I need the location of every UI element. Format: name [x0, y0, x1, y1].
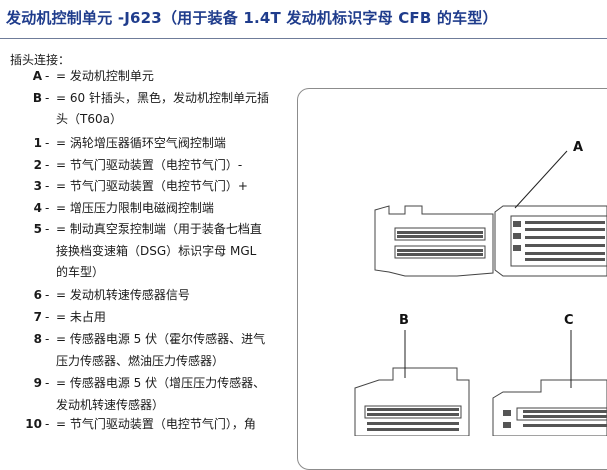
legend-desc: = 未占用: [56, 309, 106, 324]
legend-desc: 头（T60a）: [56, 112, 122, 126]
legend-desc: = 传感器电源 5 伏（增压压力传感器、: [56, 376, 266, 390]
legend-key: 3: [33, 179, 42, 193]
connector-c-pins: [503, 410, 607, 428]
legend-desc: = 制动真空泵控制端（用于装备七档直: [56, 222, 262, 236]
legend-desc: = 传感器电源 5 伏（霍尔传感器、进气: [56, 332, 266, 346]
callout-a-leader: [514, 150, 568, 209]
legend-key: A: [32, 69, 42, 83]
legend-key: 4: [33, 200, 42, 215]
connector-b-pins: [367, 408, 459, 431]
legend-desc: = 节气门驱动装置（电控节气门）+: [56, 179, 248, 193]
legend-desc: = 节气门驱动装置（电控节气门），角: [56, 417, 256, 431]
legend-desc: 压力传感器、燃油压力传感器）: [56, 353, 225, 368]
connector-subheading: 插头连接：: [10, 53, 71, 67]
legend-desc: 发动机转速传感器）: [56, 397, 165, 412]
ecu-connector-diagram: [354, 150, 607, 436]
title-divider: [0, 38, 607, 39]
legend-desc: 的车型）: [56, 265, 105, 279]
ecu-pin-rows: [397, 221, 605, 261]
page-title: 发动机控制单元 -J623（用于装备 1.4T 发动机标识字母 CFB 的车型）: [6, 9, 498, 27]
legend-desc: = 节气门驱动装置（电控节气门）-: [56, 157, 243, 172]
legend-desc: = 涡轮增压器循环空气阀控制端: [56, 136, 226, 150]
legend-desc: = 增压压力限制电磁阀控制端: [56, 200, 214, 215]
legend-key: 10: [25, 417, 42, 431]
callout-b-label: B: [399, 313, 409, 328]
legend-key: 1: [33, 136, 42, 150]
callout-a-label: A: [573, 140, 584, 155]
legend-key: 8: [33, 332, 42, 346]
legend-key: B: [32, 90, 42, 105]
legend-desc: = 发动机控制单元: [56, 69, 154, 83]
connector-b: [354, 367, 470, 436]
legend-desc: 接换档变速箱（DSG）标识字母 MGL: [56, 243, 257, 258]
callout-c-label: C: [564, 313, 574, 328]
legend-key: 5: [33, 222, 42, 236]
legend-key: 2: [33, 157, 42, 172]
ecu-connector-housing: [374, 205, 607, 277]
legend-desc: = 发动机转速传感器信号: [56, 288, 190, 302]
legend-key: 9: [33, 376, 42, 390]
legend-key: 7: [33, 309, 42, 324]
legend-key: 6: [33, 288, 42, 302]
legend-desc: = 60 针插头，黑色，发动机控制单元插: [56, 90, 269, 105]
